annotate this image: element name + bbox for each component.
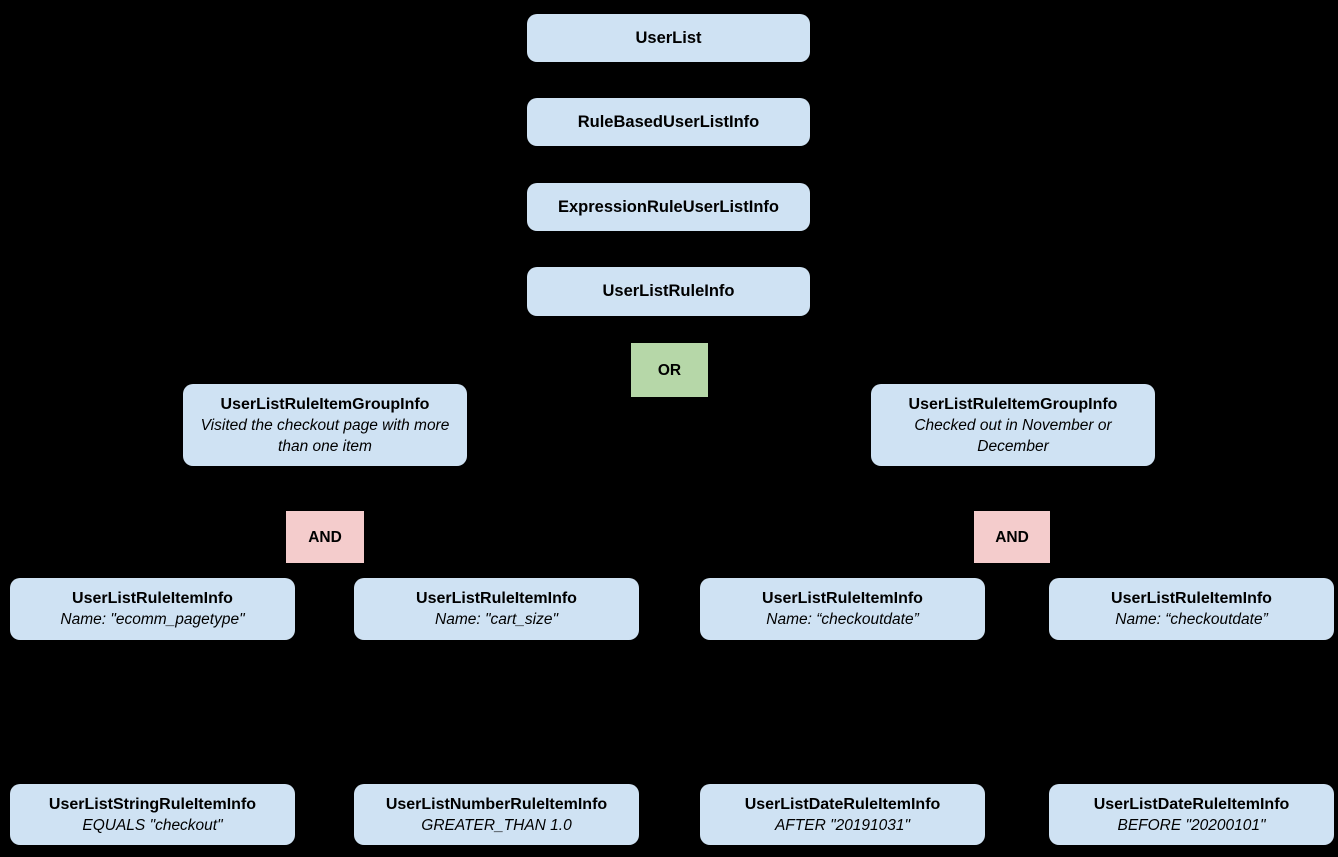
node-title: UserListStringRuleItemInfo (48, 795, 257, 813)
node-title: UserListRuleItemInfo (72, 590, 233, 607)
and-operator-node-right: AND (974, 511, 1050, 563)
node-label: UserListRuleInfo (602, 282, 735, 300)
node-rulebaseduserlistinfo: RuleBasedUserListInfo (527, 98, 810, 146)
node-rule-item-cart-size: UserListRuleItemInfo Name: "cart_size" (354, 578, 639, 640)
node-rule-item-checkoutdate-1: UserListRuleItemInfo Name: “checkoutdate… (700, 578, 985, 640)
node-description: EQUALS "checkout" (82, 816, 223, 834)
arrowhead-down-right-icon (970, 371, 1018, 386)
node-label: ExpressionRuleUserListInfo (558, 197, 779, 216)
node-string-rule-item: UserListStringRuleItemInfo EQUALS "check… (10, 784, 295, 845)
node-description: Name: "cart_size" (435, 611, 558, 628)
node-expressionruleuserlistinfo: ExpressionRuleUserListInfo (527, 183, 810, 231)
node-description: AFTER "20191031" (774, 816, 911, 834)
node-userlist: UserList (527, 14, 810, 62)
node-description: Name: "ecomm_pagetype" (60, 611, 245, 628)
node-description: Name: “checkoutdate” (1115, 611, 1268, 628)
node-userlistruleinfo: UserListRuleInfo (527, 267, 810, 316)
and-label: AND (995, 528, 1029, 546)
and-operator-node-left: AND (286, 511, 364, 563)
node-title: UserListRuleItemGroupInfo (908, 395, 1118, 413)
node-rule-item-group-right: UserListRuleItemGroupInfo Checked out in… (871, 384, 1155, 466)
node-description: GREATER_THAN 1.0 (421, 816, 572, 834)
node-description: BEFORE "20200101" (1117, 816, 1266, 834)
or-label: OR (657, 361, 682, 379)
node-description: Visited the checkout page with more than… (200, 416, 450, 455)
node-description: Name: “checkoutdate” (766, 611, 919, 628)
node-date-rule-item-before: UserListDateRuleItemInfo BEFORE "2020010… (1049, 784, 1334, 845)
and-label: AND (308, 528, 342, 546)
node-description: Checked out in November or December (914, 416, 1112, 455)
node-number-rule-item: UserListNumberRuleItemInfo GREATER_THAN … (354, 784, 639, 845)
node-rule-item-checkoutdate-2: UserListRuleItemInfo Name: “checkoutdate… (1049, 578, 1334, 640)
node-title: UserListRuleItemInfo (1111, 590, 1272, 607)
node-title: UserListRuleItemInfo (762, 590, 923, 607)
node-label: RuleBasedUserListInfo (577, 112, 760, 131)
node-title: UserListNumberRuleItemInfo (385, 795, 608, 813)
or-operator-node: OR (631, 343, 708, 397)
arrowhead-down-left-icon (310, 371, 358, 386)
node-title: UserListDateRuleItemInfo (1093, 795, 1290, 813)
node-date-rule-item-after: UserListDateRuleItemInfo AFTER "20191031… (700, 784, 985, 845)
node-title: UserListRuleItemGroupInfo (220, 395, 430, 413)
node-rule-item-ecomm-pagetype: UserListRuleItemInfo Name: "ecomm_pagety… (10, 578, 295, 640)
node-label: UserList (635, 28, 702, 47)
node-title: UserListDateRuleItemInfo (744, 795, 941, 813)
node-rule-item-group-left: UserListRuleItemGroupInfo Visited the ch… (183, 384, 467, 466)
node-title: UserListRuleItemInfo (416, 590, 577, 607)
